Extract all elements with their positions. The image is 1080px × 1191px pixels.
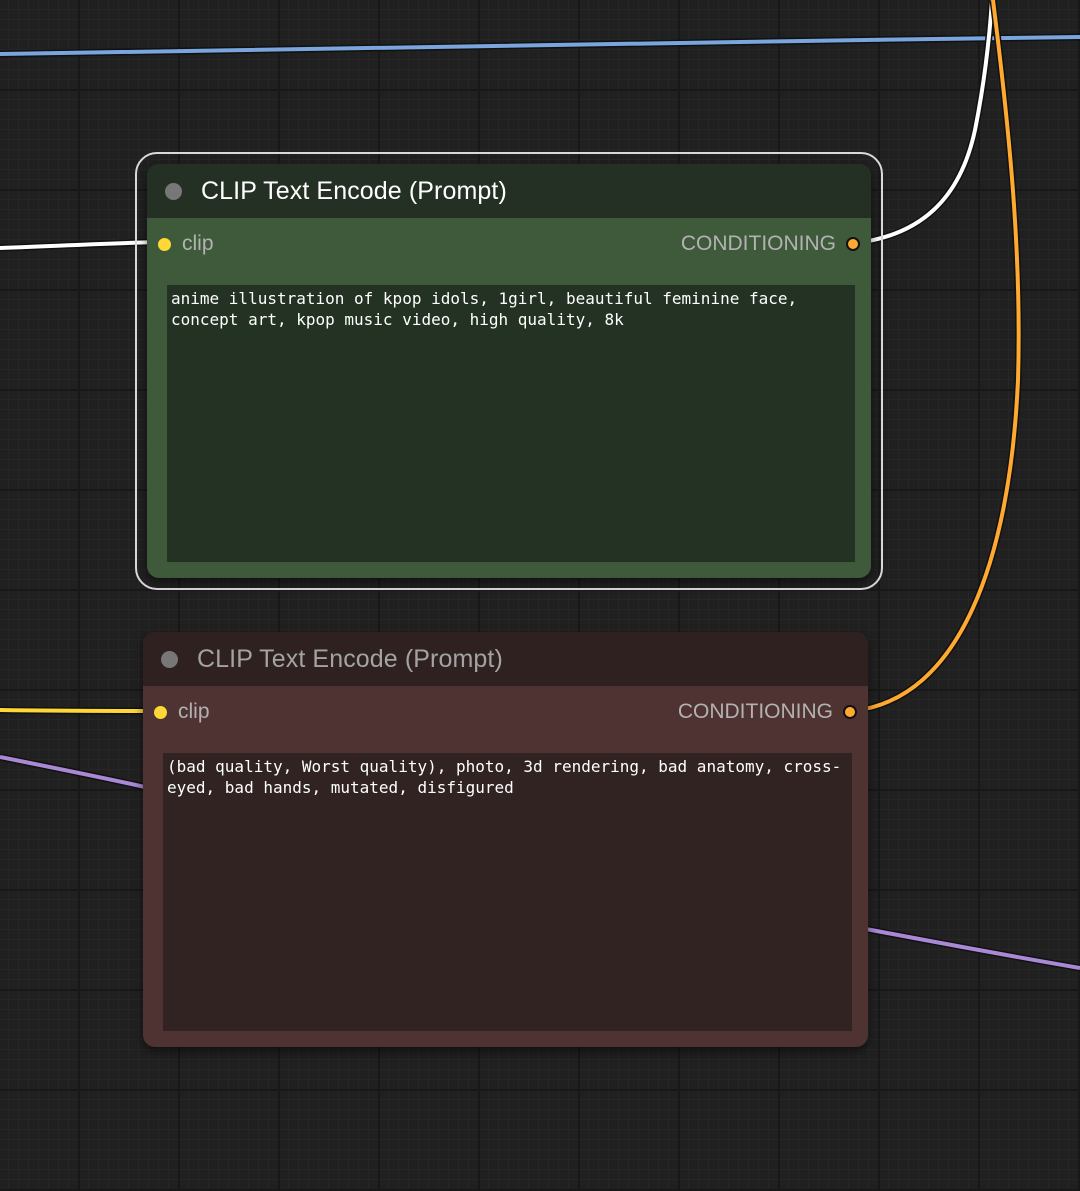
collapse-toggle-icon[interactable] xyxy=(165,182,182,200)
input-socket-icon[interactable] xyxy=(158,237,171,251)
wire-conditioning-negative-out-core xyxy=(851,0,1021,713)
input-slot-label: clip xyxy=(178,700,210,723)
input-socket-icon[interactable] xyxy=(154,705,167,719)
input-slot-clip[interactable]: clip xyxy=(158,218,214,270)
slot-row: clip CONDITIONING xyxy=(147,218,871,270)
wire-latent-left-core xyxy=(0,755,146,789)
node-title: CLIP Text Encode (Prompt) xyxy=(197,644,503,673)
input-slot-clip[interactable]: clip xyxy=(154,686,210,738)
wire-conditioning-positive-out-core xyxy=(855,0,994,245)
selection-outline xyxy=(135,152,883,590)
output-slot-conditioning[interactable]: CONDITIONING xyxy=(678,686,857,738)
wire-clip-positive-in-core xyxy=(0,240,164,250)
output-socket-icon[interactable] xyxy=(846,237,860,251)
collapse-toggle-icon[interactable] xyxy=(161,650,178,668)
output-slot-label: CONDITIONING xyxy=(677,700,833,723)
node-title-bar[interactable]: CLIP Text Encode (Prompt) xyxy=(143,632,868,686)
slot-row: clip CONDITIONING xyxy=(143,686,868,738)
wire-latent-right-core xyxy=(865,927,1080,970)
wire-model-core xyxy=(0,35,1080,56)
node-title: CLIP Text Encode (Prompt) xyxy=(201,176,507,205)
prompt-textarea[interactable]: (bad quality, Worst quality), photo, 3d … xyxy=(163,753,852,1031)
output-socket-icon[interactable] xyxy=(843,705,857,719)
output-slot-conditioning[interactable]: CONDITIONING xyxy=(681,218,860,270)
node-title-bar[interactable]: CLIP Text Encode (Prompt) xyxy=(147,164,871,218)
clip-text-encode-positive-node[interactable]: CLIP Text Encode (Prompt) clip CONDITION… xyxy=(147,164,871,578)
input-slot-label: clip xyxy=(182,232,214,255)
prompt-textarea[interactable]: anime illustration of kpop idols, 1girl,… xyxy=(167,285,855,562)
clip-text-encode-negative-node[interactable]: CLIP Text Encode (Prompt) clip CONDITION… xyxy=(143,632,868,1047)
output-slot-label: CONDITIONING xyxy=(680,232,836,255)
wire-clip-negative-in-core xyxy=(0,708,161,713)
